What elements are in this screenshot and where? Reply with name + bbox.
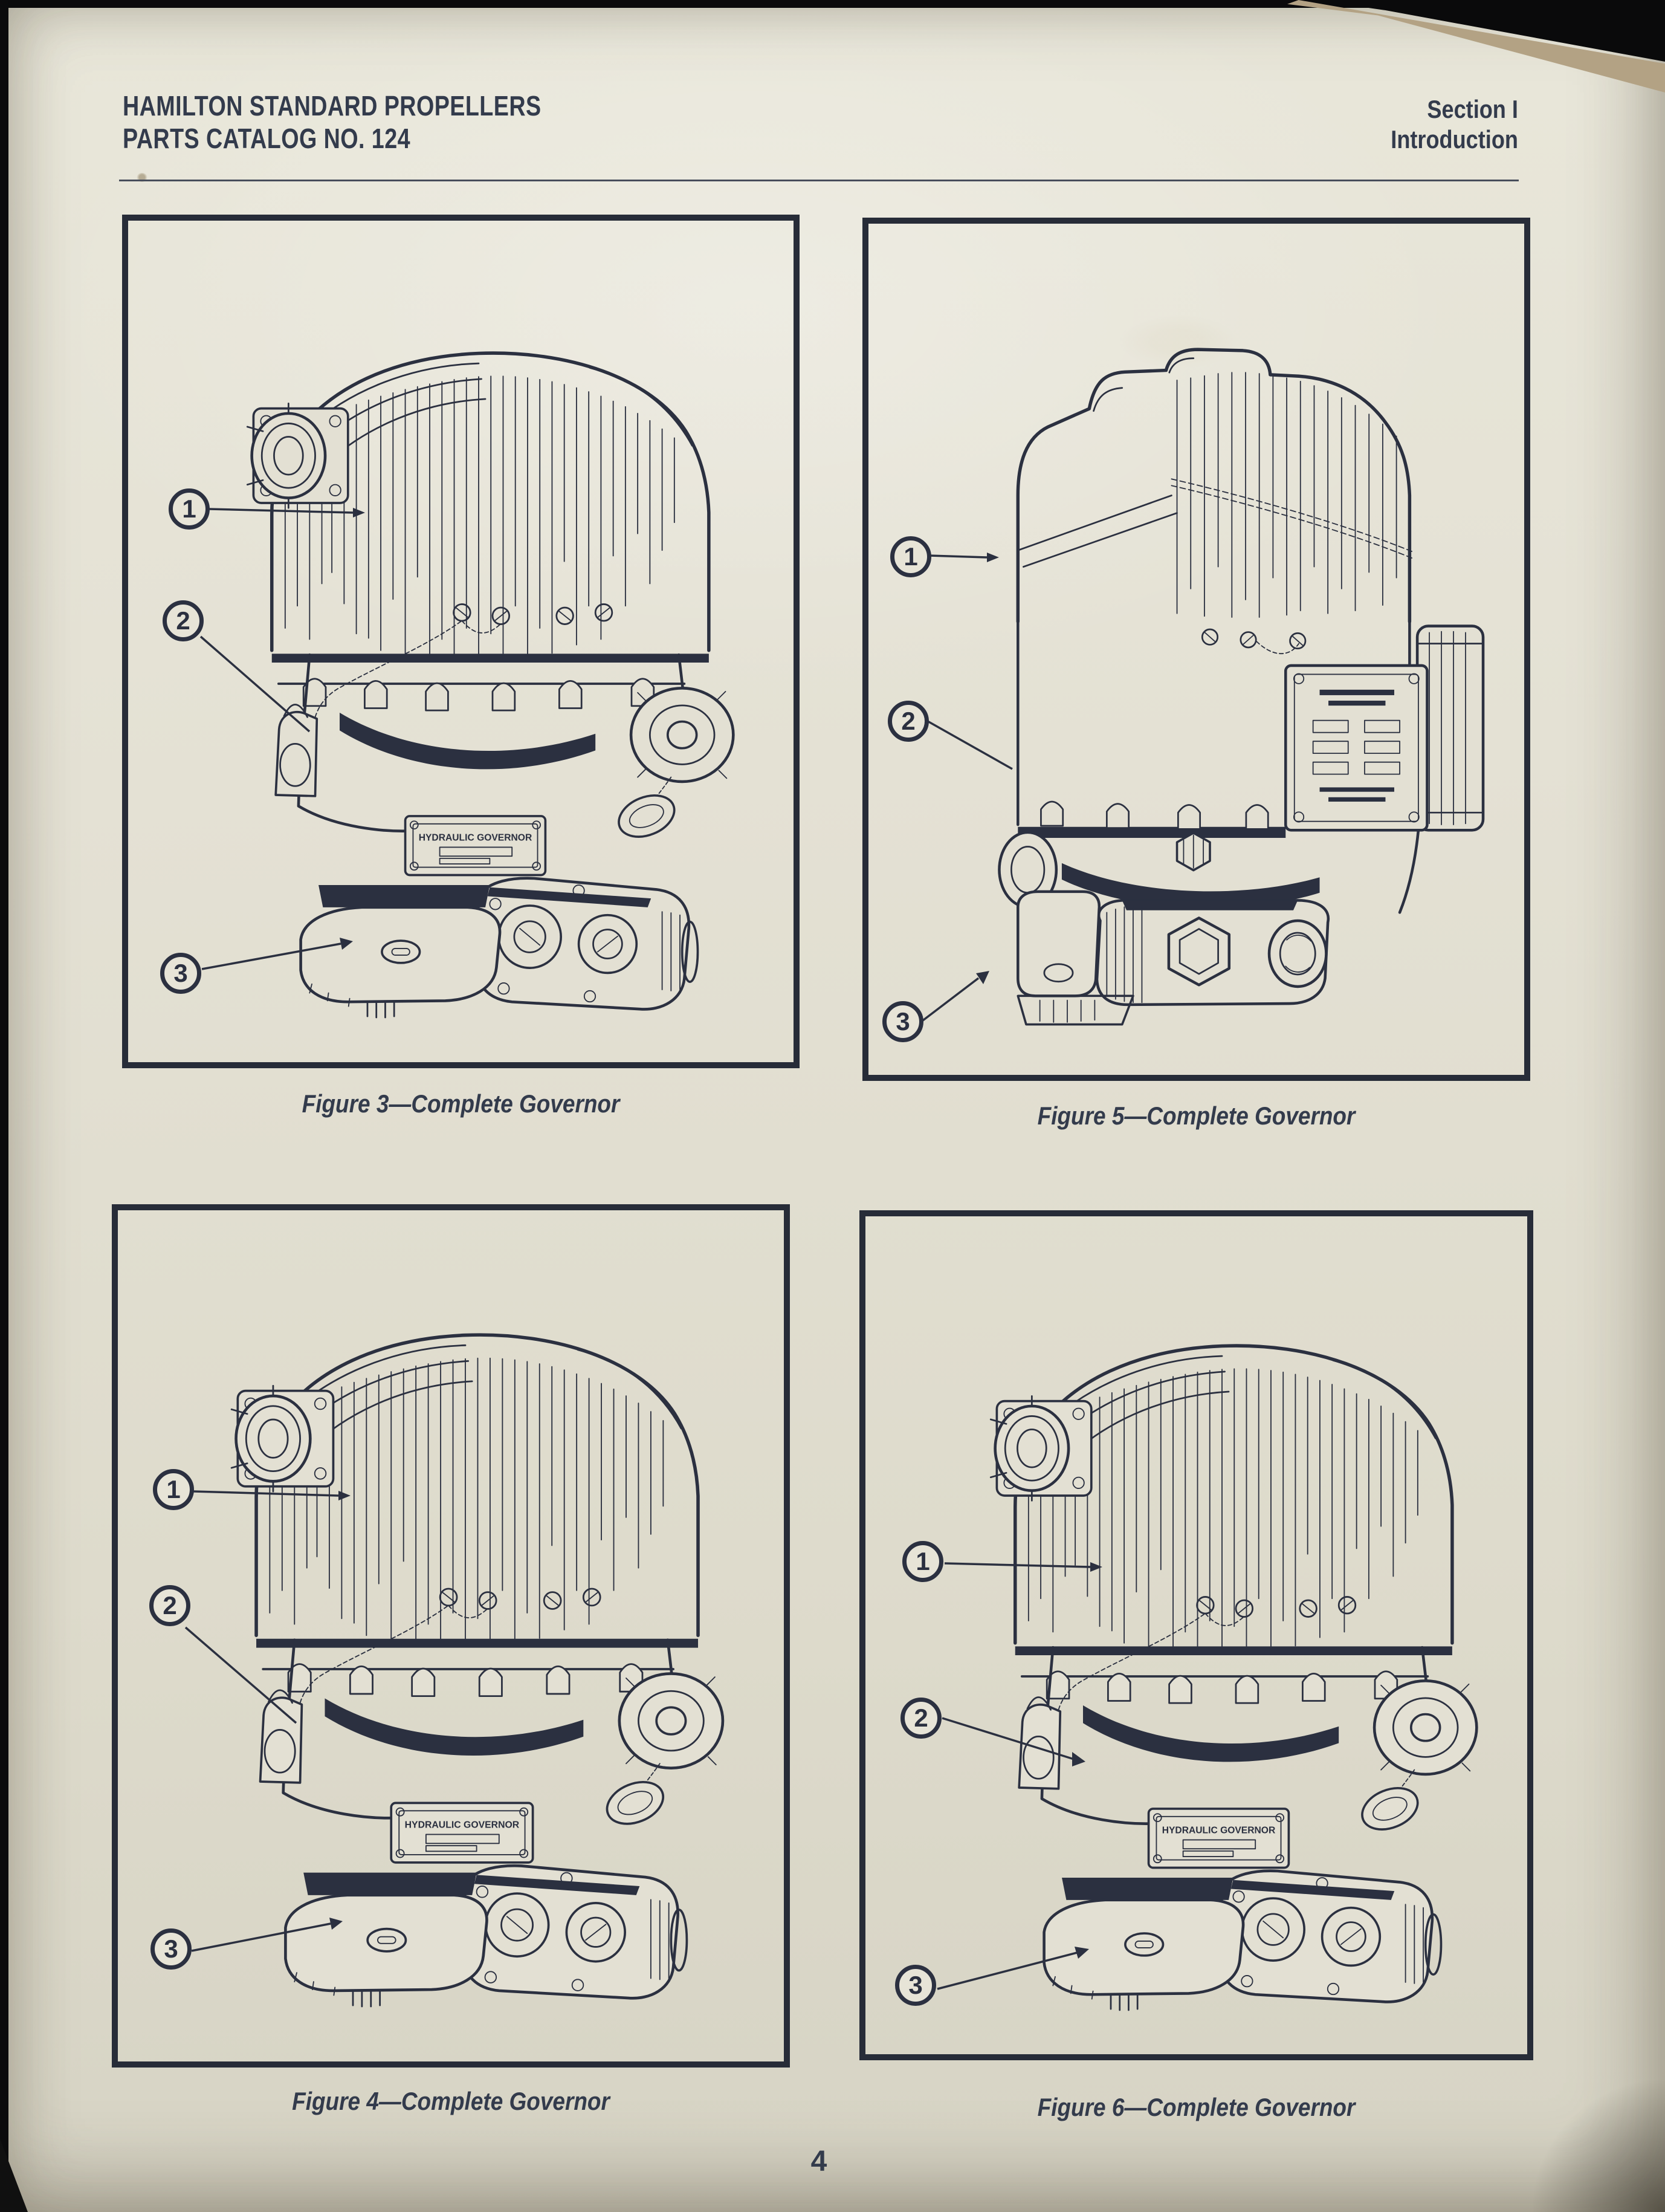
callout-2-label: 2 [163,1591,177,1620]
callout-2-leader [927,720,1013,770]
callout-1-label: 1 [182,495,196,523]
governor-drawing [247,353,733,1017]
callout-1-leader [193,1490,339,1497]
callout-1-arrowhead [353,508,365,517]
callout-2-label: 2 [176,606,190,635]
callout-2: 2 [163,600,204,641]
callout-1-label: 1 [916,1547,930,1575]
figure-5-caption: Figure 5—Complete Governor [1037,1101,1356,1130]
page-number: 4 [810,2146,827,2178]
section-header: Section I Introduction [1391,94,1518,155]
callout-3-leader [191,1922,331,1952]
figure-6-frame: 1 2 3 [859,1210,1533,2060]
page-corner-bottom-right-shade [1496,2079,1665,2212]
callout-1: 1 [153,1469,194,1510]
callout-1-leader [944,1562,1091,1568]
callout-2-leader [184,1626,297,1724]
callout-1-arrowhead [1090,1562,1102,1572]
callout-3-label: 3 [896,1007,910,1036]
callout-3-leader [922,977,980,1022]
callout-2: 2 [900,1698,942,1739]
callout-3: 3 [150,1928,192,1970]
callout-3-arrowhead [1075,1947,1089,1959]
callout-3-leader [201,942,341,970]
figure-4-illustration [184,1210,784,2061]
callout-2-leader [199,635,311,733]
callout-1-label: 1 [904,542,918,571]
catalog-header-line2: PARTS CATALOG NO. 124 [123,123,410,154]
figure-3-illustration [199,221,794,1062]
callout-2-label: 2 [901,707,916,735]
callout-1-leader [209,508,354,514]
figure-3-caption: Figure 3—Complete Governor [302,1089,620,1118]
callout-3-arrowhead [340,938,353,950]
page-corner-shadow [1313,0,1665,62]
callout-3-arrowhead [329,1918,343,1930]
callout-1: 1 [890,536,931,577]
figure-6-illustration [937,1216,1527,2054]
callout-3-label: 3 [908,1971,923,1999]
page-edge-top [0,0,1665,8]
callout-3-leader [937,1951,1078,1990]
callout-1-arrowhead [338,1491,351,1500]
figure-4-frame: 1 2 3 [112,1204,790,2068]
governor-drawing [999,349,1483,1024]
figure-5-frame: 1 2 3 [862,218,1530,1081]
figure-5-illustration [922,224,1524,1075]
page-corner-top-right [1287,0,1665,103]
callout-1: 1 [169,488,210,530]
callout-3-label: 3 [173,959,188,987]
catalog-header-line1: HAMILTON STANDARD PROPELLERS [123,90,542,122]
callout-2-arrowhead [1072,1752,1085,1766]
callout-3: 3 [882,1001,923,1042]
section-header-line2: Introduction [1391,125,1518,154]
page-edge-left [0,0,8,2212]
callout-1: 1 [902,1541,943,1582]
figure-6-caption: Figure 6—Complete Governor [1037,2093,1356,2121]
callout-2-leader [942,1717,1075,1760]
figure-4-caption: Figure 4—Complete Governor [292,2087,610,2115]
callout-1-leader [929,554,988,559]
callout-2: 2 [888,701,929,742]
figure-3-frame: 1 2 3 [122,215,800,1068]
callout-3: 3 [895,1965,936,2006]
callout-2-label: 2 [914,1704,928,1732]
header-rule [119,180,1519,181]
callout-3: 3 [160,953,201,994]
governor-drawing [231,1335,723,2006]
governor-drawing [991,1346,1476,2010]
section-header-line1: Section I [1427,95,1518,123]
callout-3-label: 3 [164,1935,178,1963]
callout-3-arrowhead [976,971,989,984]
catalog-header: HAMILTON STANDARD PROPELLERS PARTS CATAL… [123,89,542,155]
callout-1-arrowhead [987,553,999,562]
callout-2: 2 [149,1585,190,1626]
callout-1-label: 1 [166,1475,181,1503]
